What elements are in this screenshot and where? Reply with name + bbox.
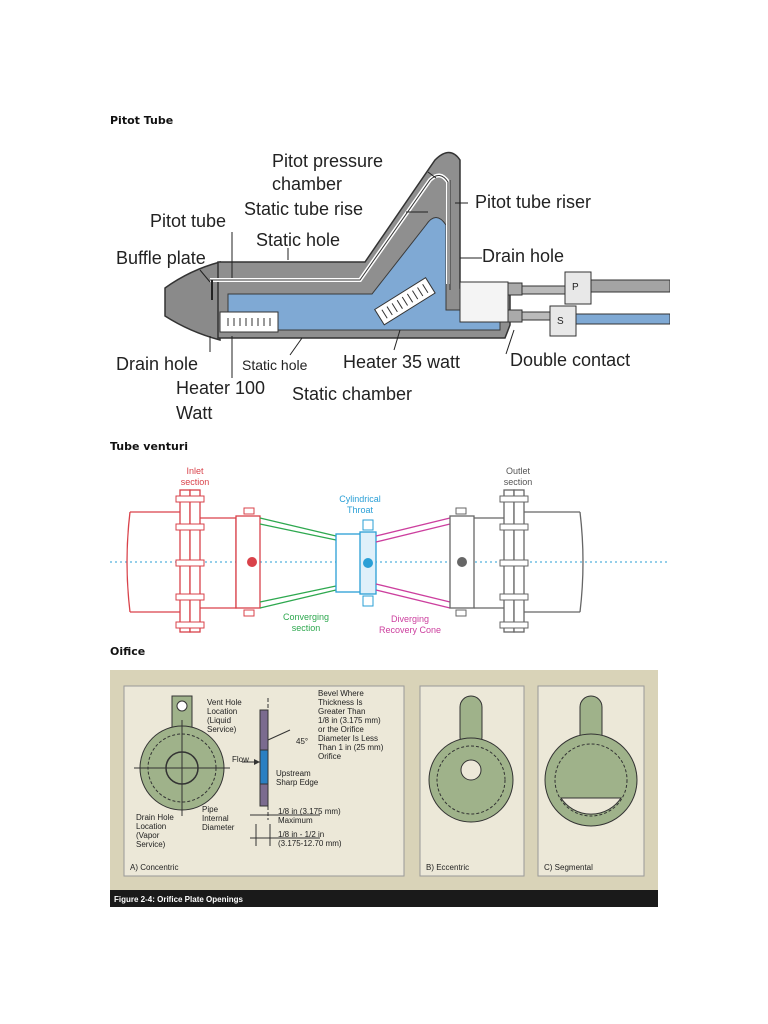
label-vent-hole-4: Service) xyxy=(207,725,237,734)
label-bevel-4: 1/8 in (3.175 mm) xyxy=(318,716,381,725)
label-heater-100-2: Watt xyxy=(176,403,212,423)
label-pitot-pressure-chamber-2: chamber xyxy=(272,174,342,194)
venturi-inlet-label-2: section xyxy=(181,477,210,487)
orifice-figure: Figure 2-4: Orifice Plate Openings Vent … xyxy=(110,670,658,907)
label-drain-2: Location xyxy=(136,822,166,831)
venturi-outlet-label-2: section xyxy=(504,477,533,487)
label-heater-35: Heater 35 watt xyxy=(343,352,460,372)
label-dim1-1: 1/8 in (3.175 mm) xyxy=(278,807,341,816)
label-upstream-2: Sharp Edge xyxy=(276,778,319,787)
label-dim2-2: (3.175-12.70 mm) xyxy=(278,839,342,848)
label-angle: 45° xyxy=(296,737,308,746)
label-buffle-plate: Buffle plate xyxy=(116,248,206,268)
label-drain-4: Service) xyxy=(136,840,166,849)
label-drain-1: Drain Hole xyxy=(136,813,174,822)
venturi-throat-label-2: Throat xyxy=(347,505,374,515)
label-vent-hole-1: Vent Hole xyxy=(207,698,242,707)
panel-c-label: C) Segmental xyxy=(544,863,593,872)
label-static-tube-rise: Static tube rise xyxy=(244,199,363,219)
label-static-hole-bottom: Static hole xyxy=(242,357,308,373)
orifice-heading: Oifice xyxy=(110,645,146,658)
label-static-chamber: Static chamber xyxy=(292,384,412,404)
label-pipe-3: Diameter xyxy=(202,823,235,832)
label-bevel-6: Diameter Is Less xyxy=(318,734,378,743)
label-pitot-tube: Pitot tube xyxy=(150,211,226,231)
label-drain-hole-right: Drain hole xyxy=(482,246,564,266)
label-dim1-2: Maximum xyxy=(278,816,313,825)
label-drain-hole-left: Drain hole xyxy=(116,354,198,374)
contact-s-label: S xyxy=(557,316,564,327)
label-flow: Flow xyxy=(232,755,249,764)
venturi-diagram: Inlet section Outlet section Cylindrical… xyxy=(110,466,668,635)
venturi-throat-label-1: Cylindrical xyxy=(339,494,381,504)
venturi-converging-label-2: section xyxy=(292,623,321,633)
label-pipe-2: Internal xyxy=(202,814,229,823)
label-drain-3: (Vapor xyxy=(136,831,160,840)
pitot-heading: Pitot Tube xyxy=(110,114,174,127)
panel-b-label: B) Eccentric xyxy=(426,863,469,872)
label-bevel-5: or the Orifice xyxy=(318,725,364,734)
label-pipe-1: Pipe xyxy=(202,805,219,814)
venturi-heading: Tube venturi xyxy=(110,440,189,453)
venturi-diverging-label-1: Diverging xyxy=(391,614,429,624)
pitot-tube-diagram: P S Pitot pressure chamber Static tube r… xyxy=(116,151,670,423)
panel-a-label: A) Concentric xyxy=(130,863,178,872)
label-bevel-8: Orifice xyxy=(318,752,342,761)
label-bevel-1: Bevel Where xyxy=(318,689,364,698)
label-vent-hole-2: Location xyxy=(207,707,237,716)
label-bevel-7: Than 1 in (25 mm) xyxy=(318,743,384,752)
venturi-outlet-label-1: Outlet xyxy=(506,466,531,476)
label-upstream-1: Upstream xyxy=(276,769,311,778)
contact-p-label: P xyxy=(572,282,579,293)
label-vent-hole-3: (Liquid xyxy=(207,716,231,725)
label-heater-100-1: Heater 100 xyxy=(176,378,265,398)
label-pitot-pressure-chamber-1: Pitot pressure xyxy=(272,151,383,171)
label-static-hole-top: Static hole xyxy=(256,230,340,250)
orifice-caption: Figure 2-4: Orifice Plate Openings xyxy=(114,895,243,904)
label-double-contact: Double contact xyxy=(510,350,630,370)
venturi-converging-label-1: Converging xyxy=(283,612,329,622)
venturi-inlet-label-1: Inlet xyxy=(186,466,204,476)
label-bevel-2: Thickness Is xyxy=(318,698,362,707)
venturi-diverging-label-2: Recovery Cone xyxy=(379,625,441,635)
label-bevel-3: Greater Than xyxy=(318,707,365,716)
label-dim2-1: 1/8 in - 1/2 in xyxy=(278,830,324,839)
label-pitot-tube-riser: Pitot tube riser xyxy=(475,192,591,212)
